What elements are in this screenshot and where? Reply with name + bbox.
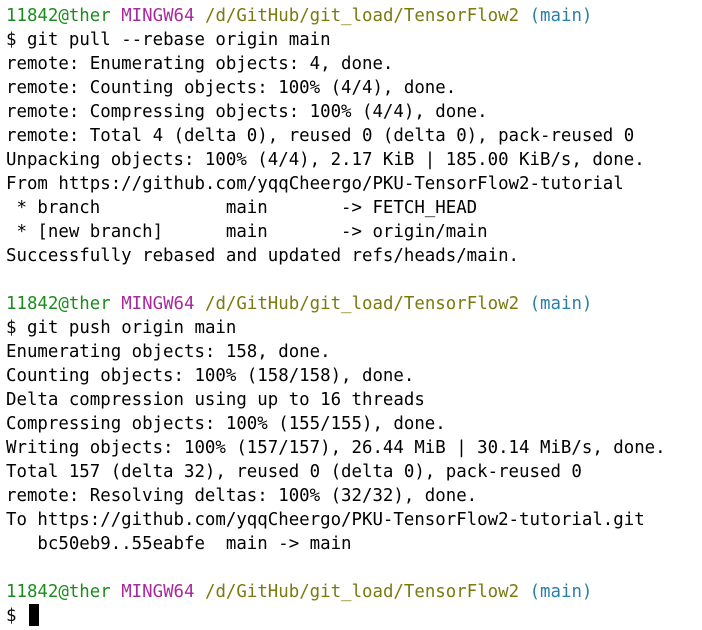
output-line: From https://github.com/yqqCheergo/PKU-T… — [6, 174, 624, 194]
output-line: Writing objects: 100% (157/157), 26.44 M… — [6, 438, 666, 458]
active-command-line[interactable]: $ — [6, 604, 702, 628]
output-line: Unpacking objects: 100% (4/4), 2.17 KiB … — [6, 150, 645, 170]
prompt-branch: (main) — [529, 6, 593, 26]
prompt-symbol: $ — [6, 318, 17, 338]
prompt-path: /d/GitHub/git_load/TensorFlow2 — [204, 6, 520, 26]
prompt-path: /d/GitHub/git_load/TensorFlow2 — [204, 294, 520, 314]
prompt-user-host: 11842@ther — [6, 582, 111, 602]
prompt-system: MINGW64 — [121, 582, 195, 602]
command-text: git pull --rebase origin main — [26, 30, 331, 50]
output-line: * branch main -> FETCH_HEAD — [6, 198, 478, 218]
prompt-line: 11842@ther MINGW64 /d/GitHub/git_load/Te… — [6, 4, 702, 28]
blank-line — [6, 268, 702, 292]
output-line: bc50eb9..55eabfe main -> main — [6, 534, 352, 554]
prompt-line: 11842@ther MINGW64 /d/GitHub/git_load/Te… — [6, 292, 702, 316]
prompt-branch: (main) — [529, 582, 593, 602]
prompt-symbol: $ — [6, 606, 17, 626]
prompt-line: 11842@ther MINGW64 /d/GitHub/git_load/Te… — [6, 580, 702, 604]
output-line: remote: Total 4 (delta 0), reused 0 (del… — [6, 126, 635, 146]
output-line: Successfully rebased and updated refs/he… — [6, 246, 520, 266]
prompt-branch: (main) — [529, 294, 593, 314]
blank-line — [6, 556, 702, 580]
output-line: remote: Compressing objects: 100% (4/4),… — [6, 102, 488, 122]
output-line: Counting objects: 100% (158/158), done. — [6, 366, 415, 386]
prompt-user-host: 11842@ther — [6, 6, 111, 26]
output-line: Delta compression using up to 16 threads — [6, 390, 425, 410]
output-line: Total 157 (delta 32), reused 0 (delta 0)… — [6, 462, 582, 482]
output-line: remote: Enumerating objects: 4, done. — [6, 54, 394, 74]
output-line: Compressing objects: 100% (155/155), don… — [6, 414, 446, 434]
command-line: $ git push origin main — [6, 316, 702, 340]
text-cursor[interactable] — [28, 604, 39, 626]
prompt-path: /d/GitHub/git_load/TensorFlow2 — [204, 582, 520, 602]
command-line: $ git pull --rebase origin main — [6, 28, 702, 52]
output-line: To https://github.com/yqqCheergo/PKU-Ten… — [6, 510, 645, 530]
output-line: remote: Resolving deltas: 100% (32/32), … — [6, 486, 478, 506]
output-line: * [new branch] main -> origin/main — [6, 222, 488, 242]
prompt-system: MINGW64 — [121, 294, 195, 314]
output-line: Enumerating objects: 158, done. — [6, 342, 331, 362]
prompt-symbol: $ — [6, 30, 17, 50]
command-text: git push origin main — [26, 318, 237, 338]
output-line: remote: Counting objects: 100% (4/4), do… — [6, 78, 457, 98]
prompt-system: MINGW64 — [121, 6, 195, 26]
prompt-user-host: 11842@ther — [6, 294, 111, 314]
